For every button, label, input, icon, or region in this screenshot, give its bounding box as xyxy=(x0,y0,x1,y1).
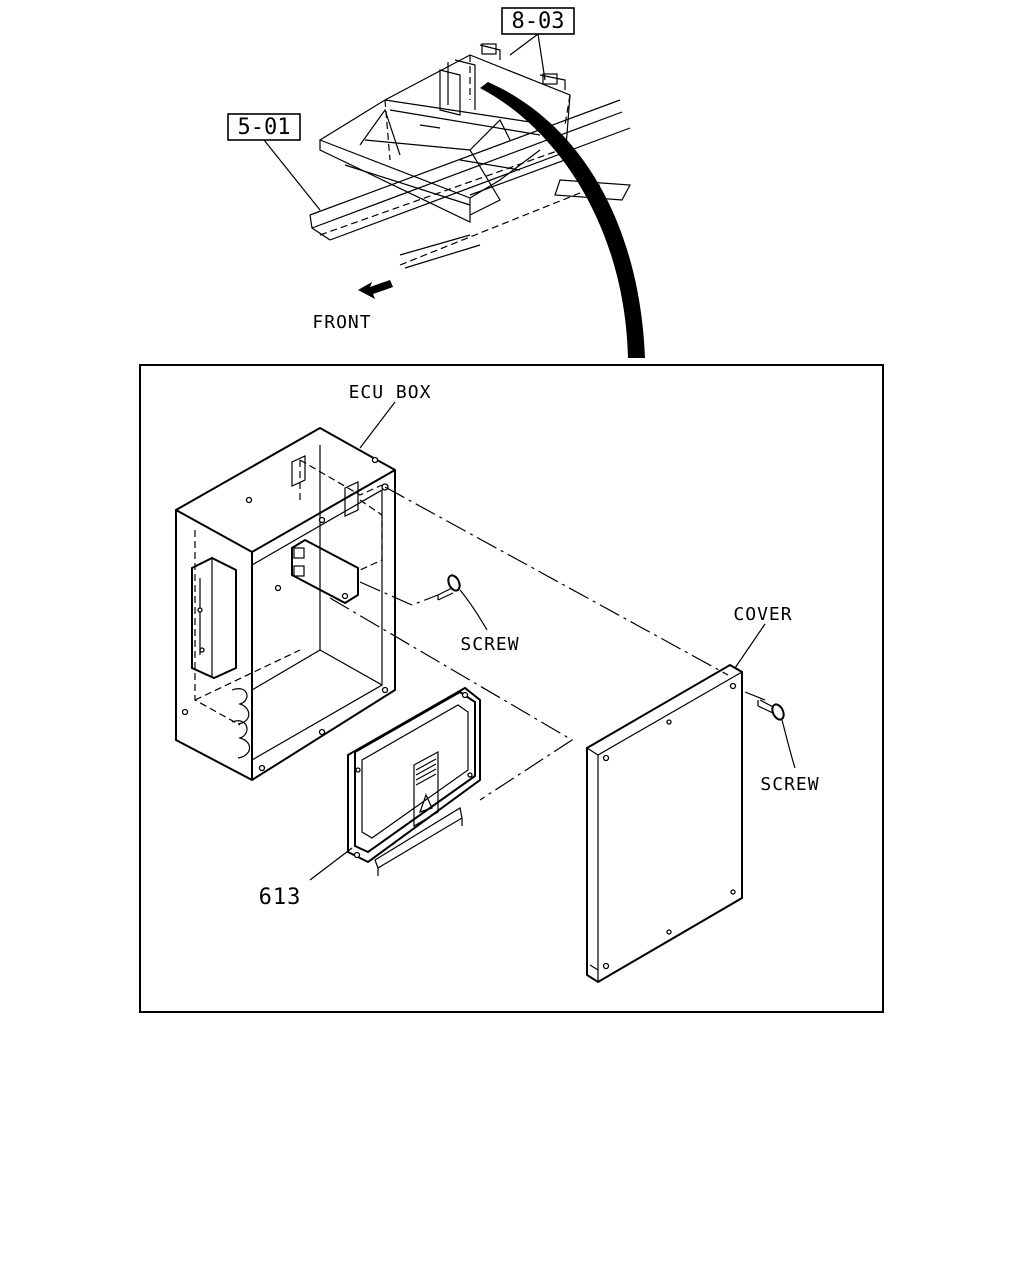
cover-leader xyxy=(734,623,766,669)
detail-callout-curve xyxy=(480,82,645,358)
screw-1: SCREW xyxy=(437,574,519,655)
ecu-box-leader xyxy=(359,401,396,449)
screw-2-label: SCREW xyxy=(760,774,819,795)
part-613-leader xyxy=(309,847,353,881)
reference-5-01: 5-01 xyxy=(227,113,321,211)
part-613-label: 613 xyxy=(259,885,302,910)
front-direction-arrow: FRONT xyxy=(312,280,393,333)
reference-5-01-label: 5-01 xyxy=(238,115,291,140)
ecu-box xyxy=(175,426,396,782)
chassis-overview xyxy=(309,43,631,269)
detail-frame xyxy=(139,364,884,1013)
reference-8-03: 8-03 xyxy=(501,7,575,81)
screw-1-label: SCREW xyxy=(460,634,519,655)
reference-8-03-label: 8-03 xyxy=(512,9,565,34)
cover xyxy=(586,663,743,984)
front-label: FRONT xyxy=(312,312,371,333)
ecu-unit xyxy=(347,686,481,876)
assembly-centerlines xyxy=(329,486,766,801)
screw-2: SCREW xyxy=(757,699,819,795)
ecu-box-label: ECU BOX xyxy=(349,382,432,403)
cover-label: COVER xyxy=(733,604,792,625)
front-arrow-icon xyxy=(358,280,393,299)
